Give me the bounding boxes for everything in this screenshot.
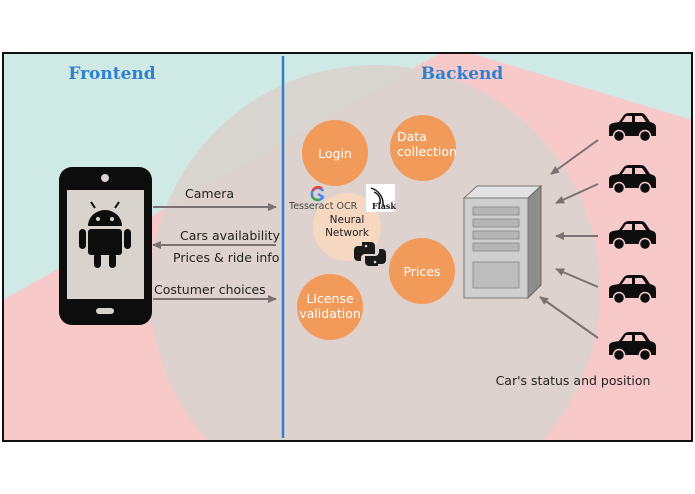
- node-license-validation: LIcense validation: [297, 274, 363, 340]
- tesseract-label: Tesseract OCR: [288, 201, 358, 212]
- frontend-title: Frontend: [68, 64, 155, 84]
- car-icon: [609, 221, 656, 251]
- car-arrow-1: [550, 139, 599, 175]
- prices-label: Prices: [403, 264, 440, 279]
- login-label: Login: [318, 146, 352, 161]
- data-collection-label-2: collection: [397, 144, 457, 159]
- license-label-2: validation: [299, 306, 361, 321]
- neural-label-1: Neural: [330, 214, 365, 226]
- data-collection-label-1: Data: [397, 129, 427, 144]
- server-icon: [462, 184, 543, 300]
- cars-caption: Car's status and position: [496, 373, 651, 388]
- car-arrow-4: [555, 268, 599, 288]
- cars-availability-label: Cars availability: [180, 228, 281, 243]
- neural-label-2: Network: [325, 227, 370, 239]
- node-prices: Prices: [389, 238, 455, 304]
- car-icon: [609, 275, 656, 305]
- car-arrows: [539, 139, 599, 339]
- camera-label: Camera: [185, 186, 234, 201]
- car-icon: [609, 113, 656, 143]
- car-arrow-5: [539, 296, 599, 339]
- node-login: Login: [302, 120, 368, 186]
- license-label-1: LIcense: [306, 291, 354, 306]
- frontend-arrows: Camera Cars availability Prices & ride i…: [152, 186, 281, 303]
- costumer-choices-label: Costumer choices: [154, 282, 266, 297]
- car-icon: [609, 332, 656, 362]
- android-icon: [79, 201, 131, 268]
- cars: [609, 113, 656, 362]
- backend-title: Backend: [421, 64, 504, 84]
- flask-label: Flask: [372, 201, 396, 211]
- node-data-collection: Data collection: [390, 115, 457, 181]
- backend-corner-background: [470, 53, 692, 120]
- python-icon: [354, 242, 386, 266]
- flask-icon: Flask: [366, 184, 396, 212]
- prices-ride-info-label: Prices & ride info: [173, 250, 279, 265]
- google-icon: [310, 185, 325, 202]
- car-arrow-2: [555, 183, 599, 204]
- diagram-frame: [2, 52, 693, 442]
- car-icon: [609, 165, 656, 195]
